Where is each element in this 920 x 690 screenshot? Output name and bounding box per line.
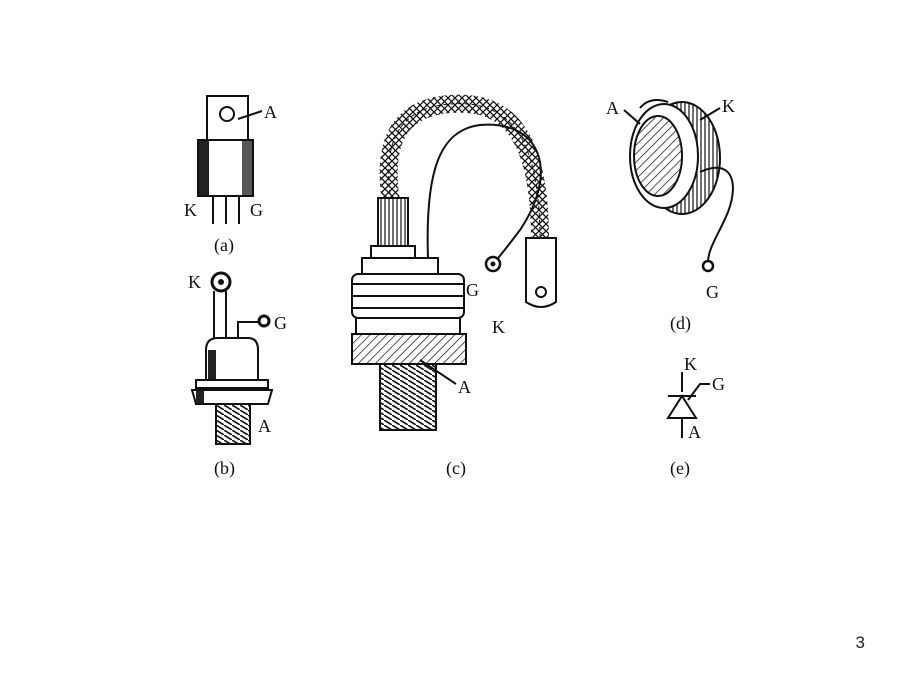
label-c-A: A [458, 377, 471, 397]
label-c-G: G [466, 280, 479, 300]
caption-a: (a) [214, 235, 234, 256]
label-b-K: K [188, 272, 201, 292]
package-b: K G A (b) [188, 271, 287, 479]
label-b-G: G [274, 313, 287, 333]
caption-e: (e) [670, 458, 690, 479]
label-e-A: A [688, 422, 701, 442]
stud-c [379, 363, 437, 431]
label-b-A: A [258, 416, 271, 436]
mounting-hole [219, 106, 235, 122]
caption-d: (d) [670, 313, 691, 334]
label-d-G: G [706, 282, 719, 302]
package-c: G K A (c) [351, 94, 557, 479]
body-b [205, 337, 259, 381]
label-c-K: K [492, 317, 505, 337]
caption-c: (c) [446, 458, 466, 479]
thyristor-symbol: K G A (e) [666, 354, 725, 479]
label-d-K: K [722, 96, 735, 116]
puck-face [633, 115, 683, 197]
cathode-lug [525, 237, 557, 308]
label-e-K: K [684, 354, 697, 374]
caption-b: (b) [214, 458, 235, 479]
gate-ring [257, 314, 271, 328]
stud-b [215, 403, 251, 445]
label-a-A: A [264, 102, 277, 122]
package-d: A K G (d) [606, 96, 735, 334]
label-d-A: A [606, 98, 619, 118]
anode-triangle [666, 394, 698, 419]
gate-wire [426, 123, 542, 263]
label-e-G: G [712, 374, 725, 394]
label-a-K: K [184, 200, 197, 220]
label-a-G: G [250, 200, 263, 220]
gate-eyelet-d [701, 259, 715, 273]
gate-terminal [687, 383, 710, 401]
page-number: 3 [855, 633, 865, 652]
hex-nut-c [351, 333, 467, 365]
package-a: A K G (a) [184, 95, 277, 256]
braided-cathode-lead [379, 94, 549, 241]
gate-wire-d [699, 166, 734, 263]
